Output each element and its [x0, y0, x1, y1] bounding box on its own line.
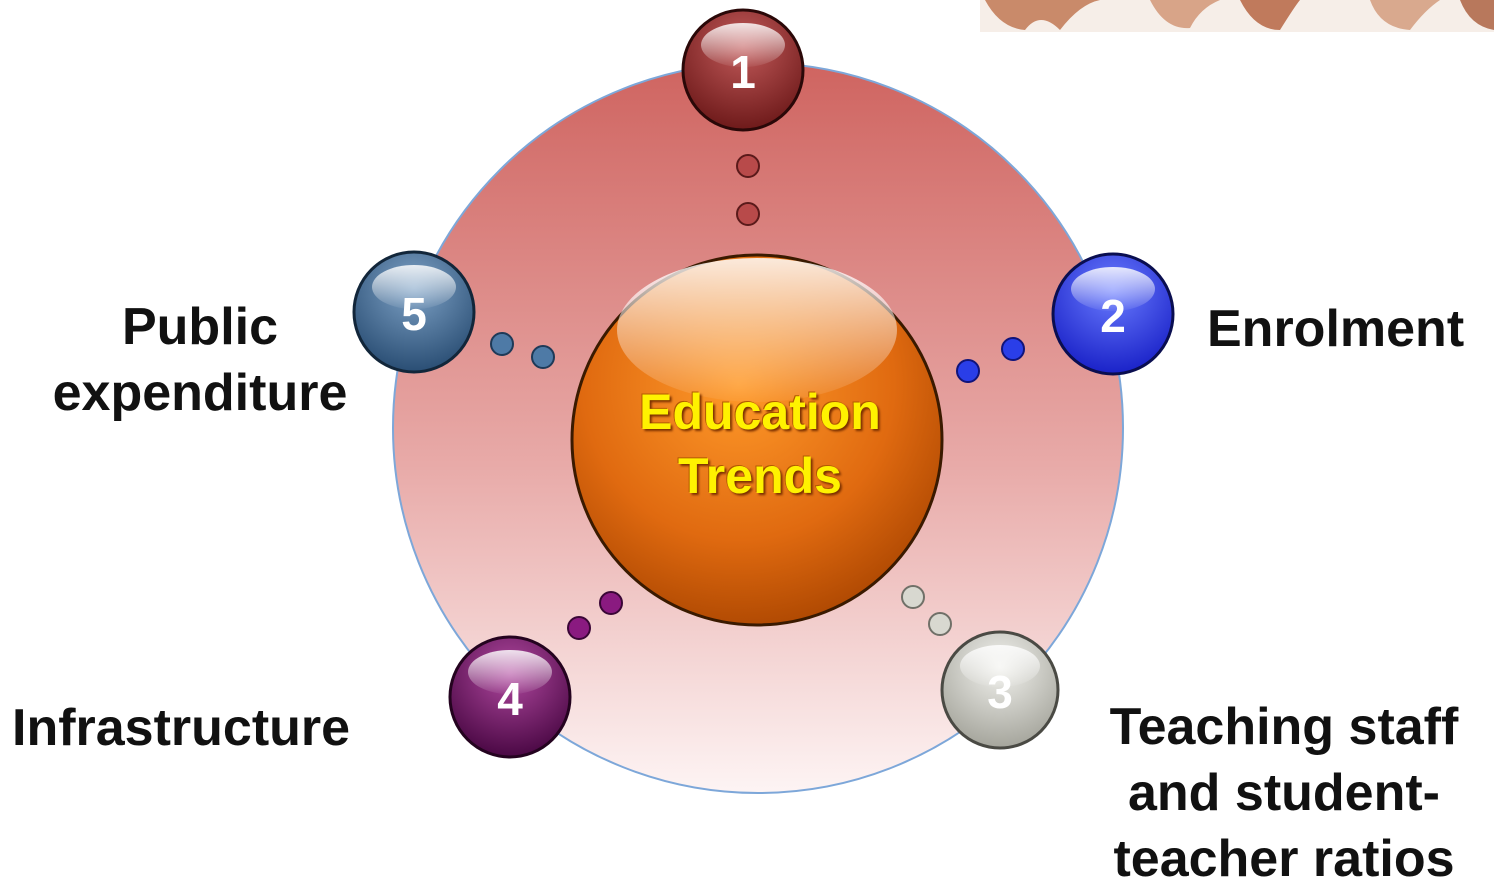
node-4-number: 4 — [497, 673, 523, 725]
node-1-sphere: 1 — [681, 8, 805, 132]
center-title-line-2: Trends — [678, 448, 842, 504]
node-5-sphere: 5 — [352, 250, 476, 374]
node-4-sphere: 4 — [448, 635, 572, 759]
node-5-label-line-1: Public — [121, 298, 279, 356]
node-3-label: Teaching staff and student- teacher rati… — [1094, 694, 1474, 886]
node-3-sphere: 3 — [940, 630, 1060, 750]
center-title: Education Trends — [580, 380, 940, 508]
node-2-sphere: 2 — [1051, 252, 1175, 376]
node-4-label: Infrastructure — [12, 695, 350, 761]
node-5-label-line-2: expenditure — [52, 364, 348, 422]
node-3-label-line-3: teacher ratios — [1113, 830, 1455, 886]
center-sphere — [570, 253, 944, 627]
node-5-number: 5 — [401, 288, 427, 340]
node-2-number: 2 — [1100, 290, 1126, 342]
node-3-label-line-2: and student- — [1128, 764, 1440, 822]
node-2-label-line-1: Enrolment — [1207, 300, 1465, 358]
decorative-photo-strip — [980, 0, 1494, 32]
node-3-number: 3 — [987, 666, 1013, 718]
node-2-label: Enrolment — [1207, 296, 1464, 362]
node-5-label: Public expenditure — [40, 294, 360, 426]
node-3-label-line-1: Teaching staff — [1109, 698, 1459, 756]
node-4-label-line-1: Infrastructure — [12, 699, 351, 757]
node-1-number: 1 — [730, 46, 756, 98]
connector-dots — [490, 154, 1025, 640]
center-title-line-1: Education — [639, 384, 881, 440]
